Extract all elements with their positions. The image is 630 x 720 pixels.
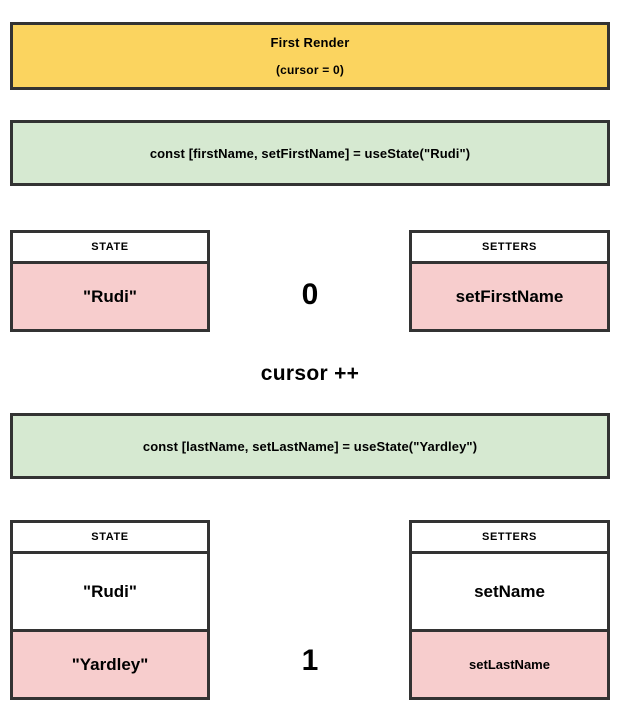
first-render-banner: First Render (cursor = 0) bbox=[10, 22, 610, 90]
setters-table-stage-two: SETTERS setName setLastName bbox=[409, 520, 610, 700]
state-table-row: "Rudi" bbox=[13, 264, 207, 329]
cursor-increment-label: cursor ++ bbox=[260, 362, 360, 385]
hook-call-code: const [lastName, setLastName] = useState… bbox=[142, 438, 478, 454]
state-table-row: "Yardley" bbox=[13, 632, 207, 697]
state-table-stage-one: STATE "Rudi" bbox=[10, 230, 210, 332]
setters-table-header: SETTERS bbox=[412, 233, 607, 264]
cursor-value-stage-two: 1 bbox=[301, 644, 319, 677]
state-table-row: "Rudi" bbox=[13, 554, 207, 632]
hook-call-box-first-name: const [firstName, setFirstName] = useSta… bbox=[10, 120, 610, 186]
setters-table-stage-one: SETTERS setFirstName bbox=[409, 230, 610, 332]
state-table-stage-two: STATE "Rudi" "Yardley" bbox=[10, 520, 210, 700]
setters-table-row: setFirstName bbox=[412, 264, 607, 329]
state-table-header: STATE bbox=[13, 523, 207, 554]
setters-table-row: setName bbox=[412, 554, 607, 632]
hook-call-code: const [firstName, setFirstName] = useSta… bbox=[149, 145, 471, 161]
setters-table-header: SETTERS bbox=[412, 523, 607, 554]
banner-title: First Render bbox=[270, 35, 350, 50]
cursor-value-stage-one: 0 bbox=[301, 278, 319, 311]
setters-table-row: setLastName bbox=[412, 632, 607, 697]
banner-cursor-note: (cursor = 0) bbox=[275, 63, 345, 77]
hook-call-box-last-name: const [lastName, setLastName] = useState… bbox=[10, 413, 610, 479]
state-table-header: STATE bbox=[13, 233, 207, 264]
